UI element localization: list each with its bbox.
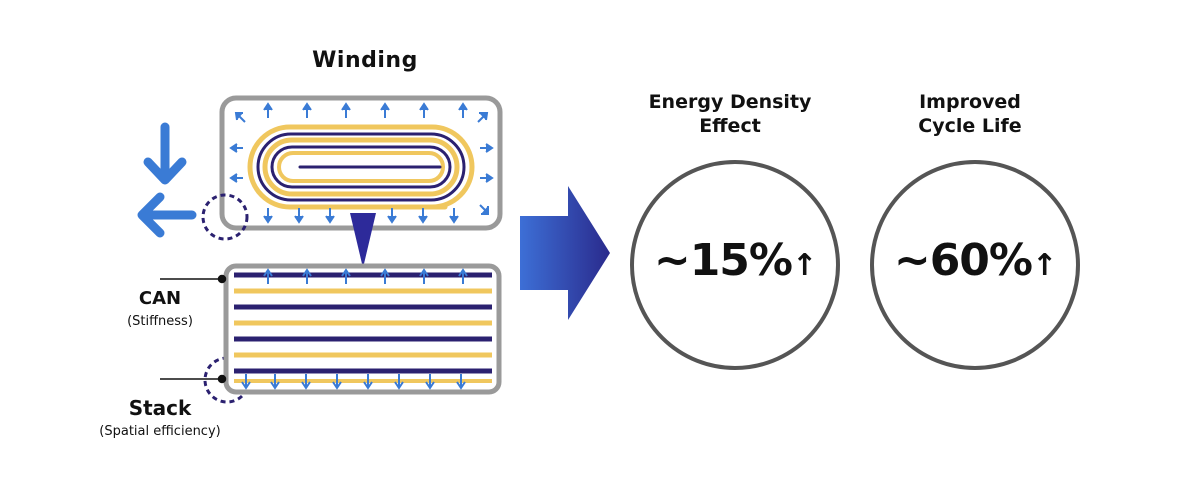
left-arrow-icon xyxy=(137,192,197,238)
up-arrow-icon: ↑ xyxy=(792,248,817,283)
external-force-arrows xyxy=(137,122,197,238)
jelly-roll xyxy=(247,124,475,210)
side-arrows xyxy=(229,112,494,215)
stack-pressure-arrows xyxy=(241,268,468,390)
energy-density-title: Energy Density Effect xyxy=(630,90,830,138)
winding-corner-highlight xyxy=(201,193,249,241)
cycle-life-circle xyxy=(870,160,1080,370)
winding-pressure-arrows xyxy=(229,102,494,224)
energy-density-value: ~15%↑ xyxy=(640,235,830,286)
energy-density-title-line1: Energy Density xyxy=(648,91,812,113)
energy-density-number: ~15% xyxy=(653,235,793,286)
bottom-arrows xyxy=(263,208,459,224)
energy-density-circle xyxy=(630,160,840,370)
winding-title: Winding xyxy=(312,48,418,73)
cycle-life-title-line2: Cycle Life xyxy=(918,115,1022,137)
stack-box xyxy=(223,263,502,395)
cycle-life-title: Improved Cycle Life xyxy=(870,90,1070,138)
stack-electrodes xyxy=(234,272,492,383)
down-arrow-icon xyxy=(143,122,187,185)
leader-lines xyxy=(160,274,227,384)
energy-density-title-line2: Effect xyxy=(699,115,761,137)
cycle-life-title-line1: Improved xyxy=(919,91,1021,113)
stack-label: Stack xyxy=(128,396,192,420)
top-arrows xyxy=(263,102,468,118)
cycle-life-number: ~60% xyxy=(893,235,1033,286)
cycle-life-value: ~60%↑ xyxy=(880,235,1070,286)
up-arrow-icon: ↑ xyxy=(1032,248,1057,283)
stack-sublabel: (Spatial efficiency) xyxy=(99,424,221,439)
can-sublabel: (Stiffness) xyxy=(127,314,193,329)
can-label: CAN xyxy=(138,288,182,309)
transition-arrow xyxy=(350,213,376,268)
result-arrow xyxy=(520,186,610,320)
